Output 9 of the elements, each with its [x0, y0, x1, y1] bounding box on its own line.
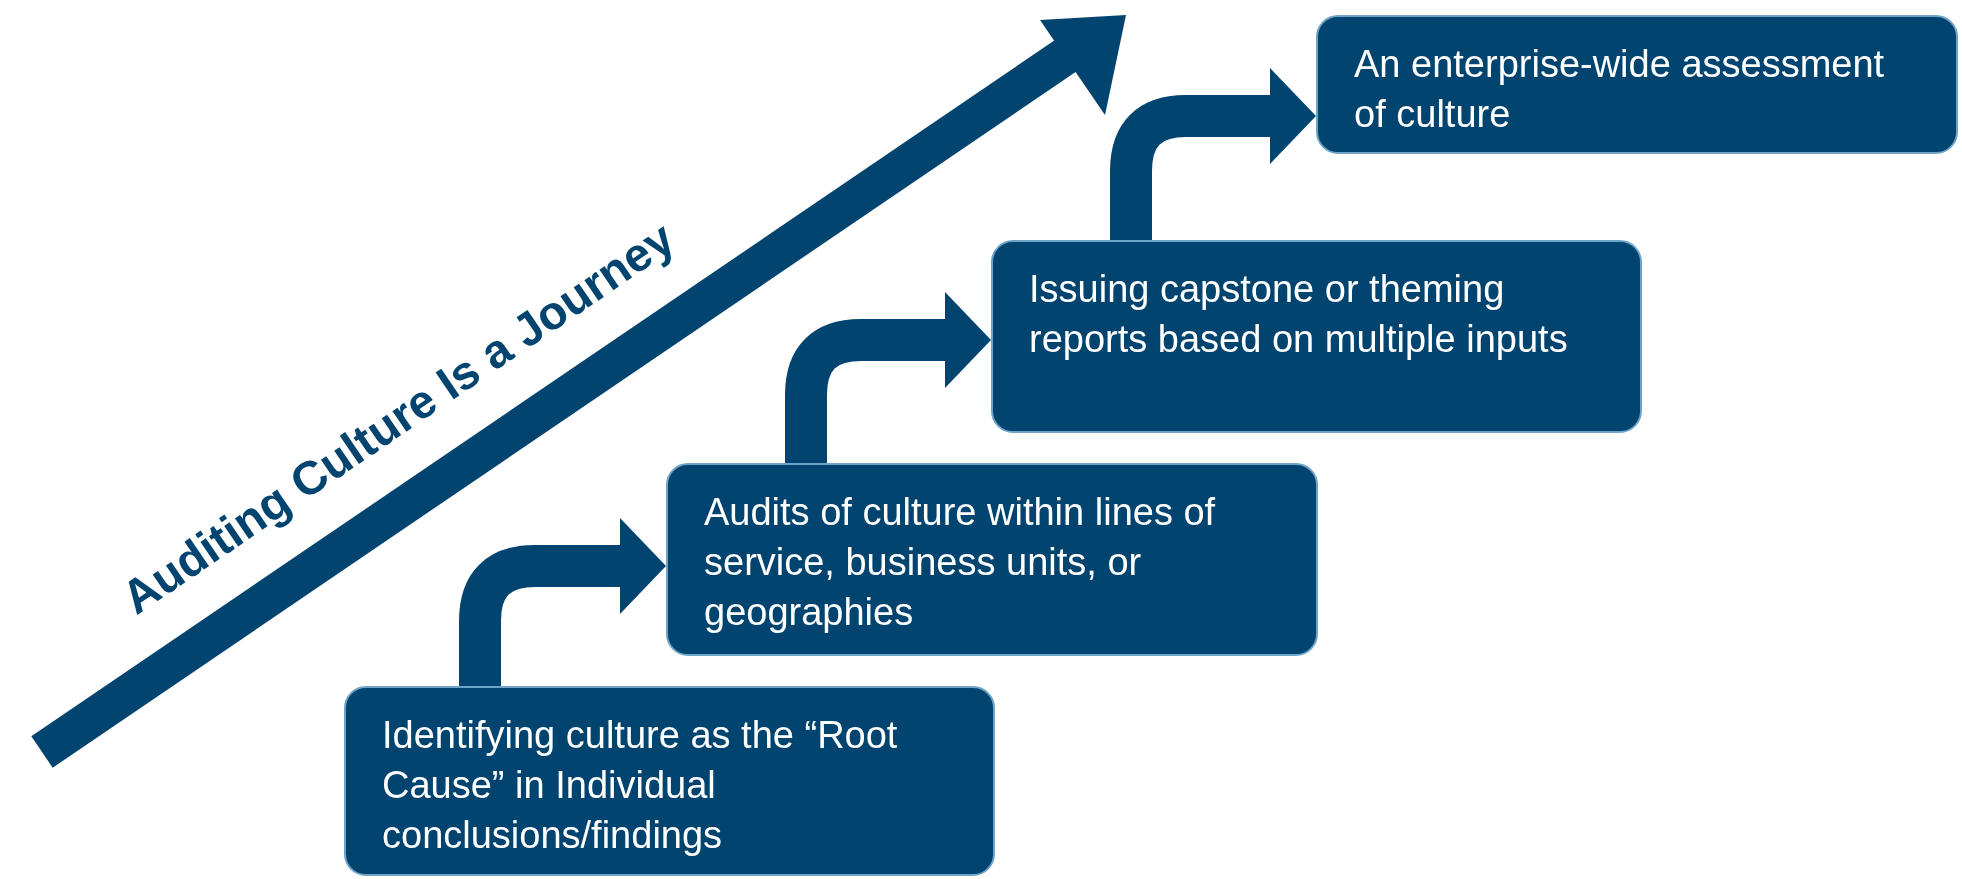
- bent-arrow: [459, 518, 666, 686]
- step-box: [991, 240, 1642, 433]
- step-text: An enterprise-wide assessment of culture: [1354, 42, 1886, 137]
- step-text: Identifying culture as the “Root Cause” in Individual conclusions/findings: [382, 713, 899, 858]
- step-box: [666, 463, 1318, 656]
- step-box: [344, 686, 995, 876]
- step-text: Audits of culture within lines of service, business units, or geographies: [704, 490, 1217, 635]
- step-box: [1316, 15, 1958, 154]
- step-text: Issuing capstone or theming reports based on multiple inputs: [1029, 267, 1569, 362]
